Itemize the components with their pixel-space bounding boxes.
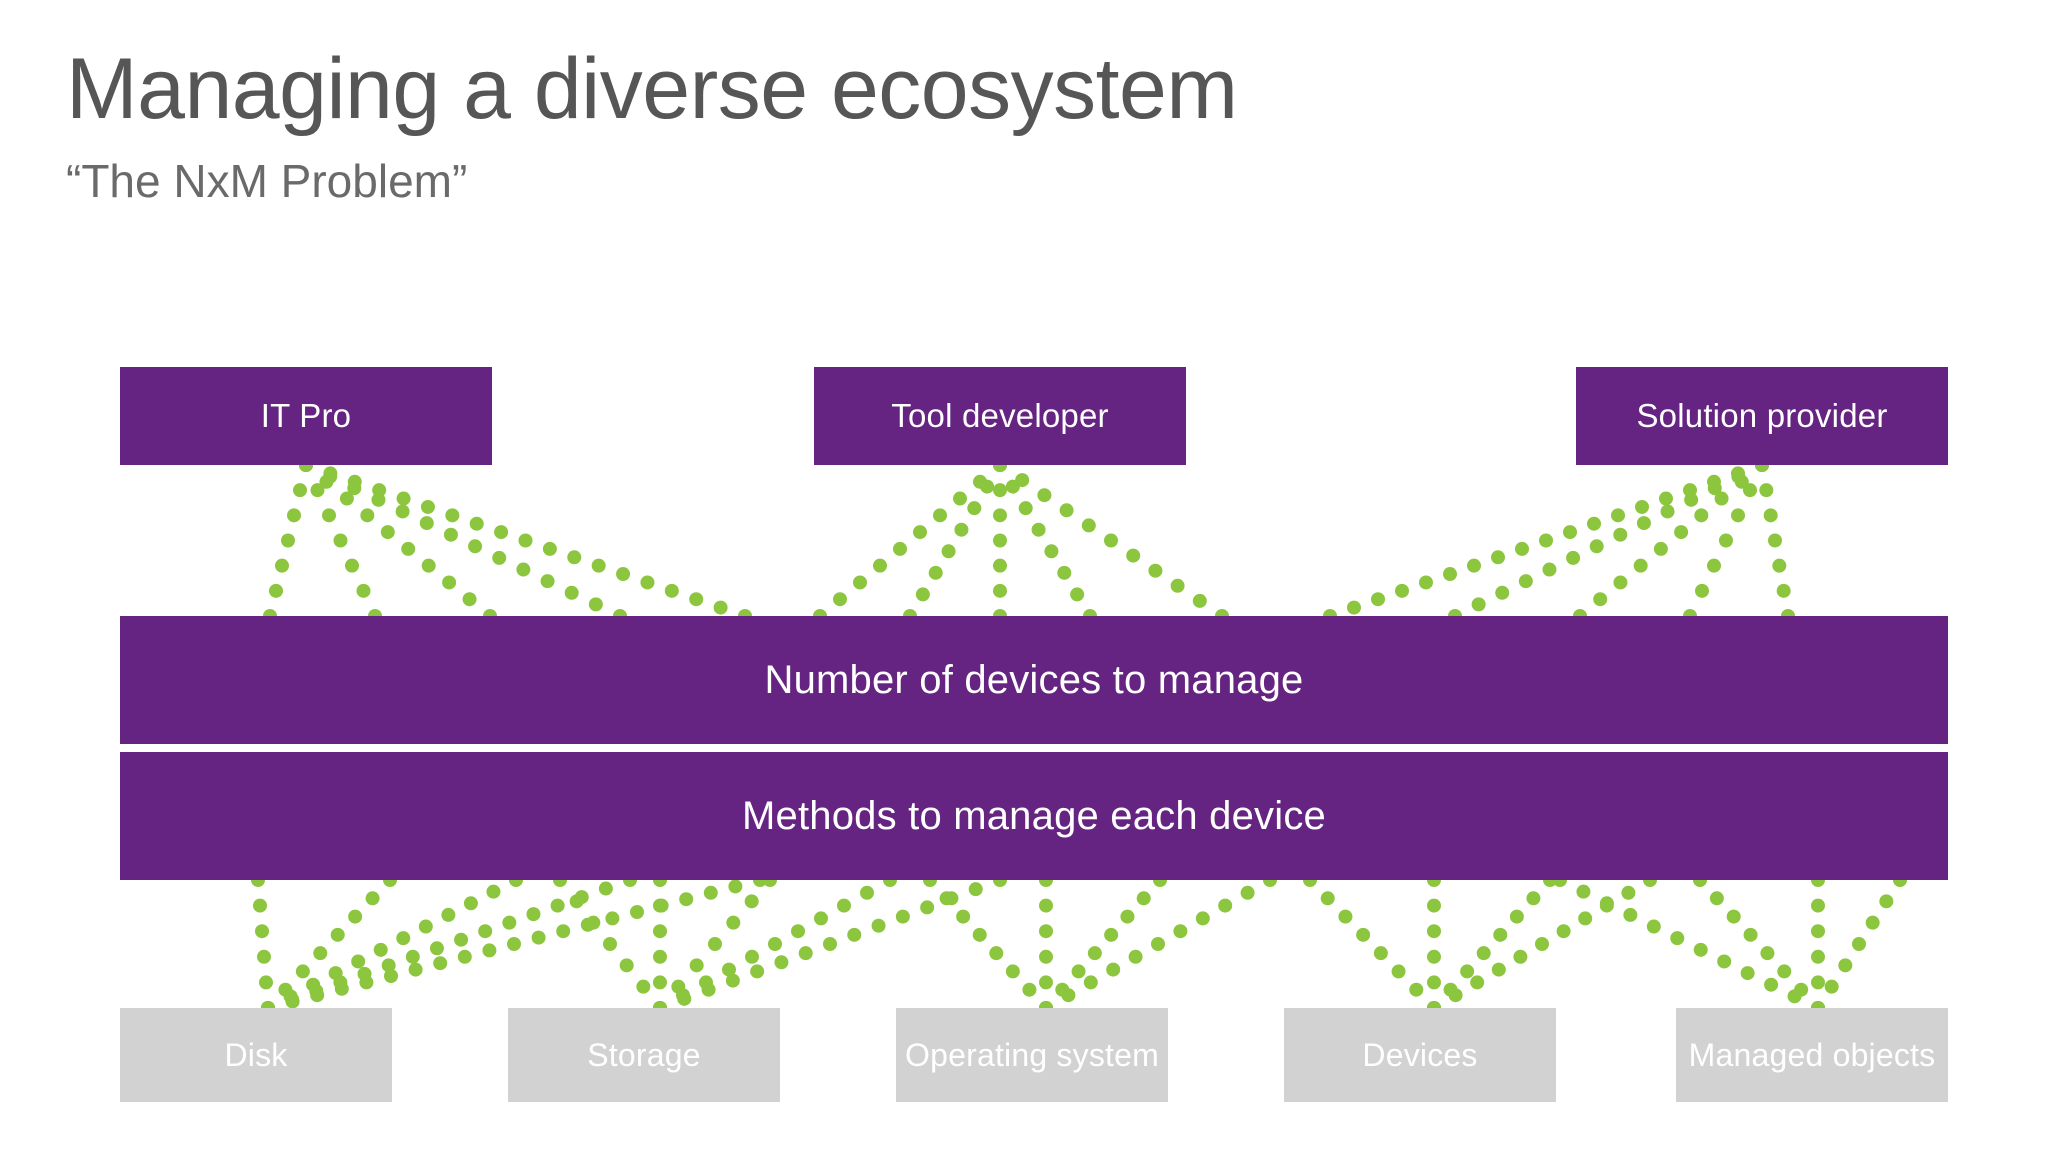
leaf-box-label: Managed objects <box>1688 1036 1936 1073</box>
connector-solution-provider <box>1573 458 1769 623</box>
connector-disk <box>261 873 523 1015</box>
connector-devices <box>1427 873 1441 1015</box>
connector-managed-objects <box>1811 873 1825 1015</box>
connector-devices <box>1427 873 1557 1015</box>
connector-solution-provider <box>1755 458 1795 623</box>
leaf-box-managed-objects[interactable]: Managed objects <box>1676 1008 1948 1102</box>
connector-it-pro <box>299 458 497 623</box>
connector-it-pro <box>299 458 627 623</box>
connector-managed-objects <box>1693 873 1825 1015</box>
leaf-box-storage[interactable]: Storage <box>508 1008 780 1102</box>
bar-box-label: Number of devices to manage <box>764 657 1304 702</box>
actor-box-label: Solution provider <box>1636 397 1888 434</box>
connector-operating-system <box>923 873 1053 1015</box>
page-title: Managing a diverse ecosystem <box>66 41 1238 137</box>
connector-disk <box>261 873 767 1015</box>
connector-devices <box>1427 873 1657 1015</box>
connector-disk <box>261 873 397 1015</box>
connector-storage <box>653 873 777 1015</box>
leaf-box-devices[interactable]: Devices <box>1284 1008 1556 1102</box>
connector-managed-objects <box>1811 873 1907 1015</box>
actor-box-solution-provider[interactable]: Solution provider <box>1576 367 1948 465</box>
actor-box-tool-developer[interactable]: Tool developer <box>814 367 1186 465</box>
page-subtitle: “The NxM Problem” <box>66 155 468 208</box>
connector-operating-system <box>1039 873 1277 1015</box>
connector-managed-objects <box>1553 873 1825 1015</box>
leaf-box-label: Disk <box>224 1036 288 1073</box>
connector-tool-developer <box>813 458 1007 623</box>
title-block: Managing a diverse ecosystem “The NxM Pr… <box>66 44 1666 207</box>
leaf-box-label: Storage <box>587 1036 701 1073</box>
connector-storage <box>653 873 667 1015</box>
connector-storage <box>553 873 667 1015</box>
connector-disk <box>251 873 275 1015</box>
connector-it-pro <box>299 458 382 623</box>
actor-box-label: IT Pro <box>260 397 352 434</box>
connector-operating-system <box>1039 873 1167 1015</box>
leaf-box-label: Operating system <box>905 1036 1159 1073</box>
actor-box-it-pro[interactable]: IT Pro <box>120 367 492 465</box>
connector-storage <box>653 873 897 1015</box>
connector-tool-developer <box>993 458 1097 623</box>
connector-devices <box>1303 873 1441 1015</box>
connector-operating-system <box>1039 873 1053 1015</box>
connector-storage <box>653 873 1007 1015</box>
connector-it-pro <box>299 458 752 623</box>
connector-it-pro <box>263 458 313 623</box>
bar-box-label: Methods to manage each device <box>742 793 1326 838</box>
connector-solution-provider <box>1683 458 1769 623</box>
connector-solution-provider <box>1448 458 1769 623</box>
connector-tool-developer <box>993 458 1007 623</box>
bar-box-methods-to-manage[interactable]: Methods to manage each device <box>120 752 1948 880</box>
leaf-box-label: Devices <box>1362 1036 1478 1073</box>
actor-box-label: Tool developer <box>891 397 1109 434</box>
bar-separator <box>120 744 1948 752</box>
connector-solution-provider <box>1323 458 1769 623</box>
leaf-box-disk[interactable]: Disk <box>120 1008 392 1102</box>
leaf-box-operating-system[interactable]: Operating system <box>896 1008 1168 1102</box>
bar-box-devices-to-manage[interactable]: Number of devices to manage <box>120 616 1948 744</box>
connector-disk <box>261 873 637 1015</box>
connector-tool-developer <box>903 458 1007 623</box>
connector-tool-developer <box>993 458 1229 623</box>
